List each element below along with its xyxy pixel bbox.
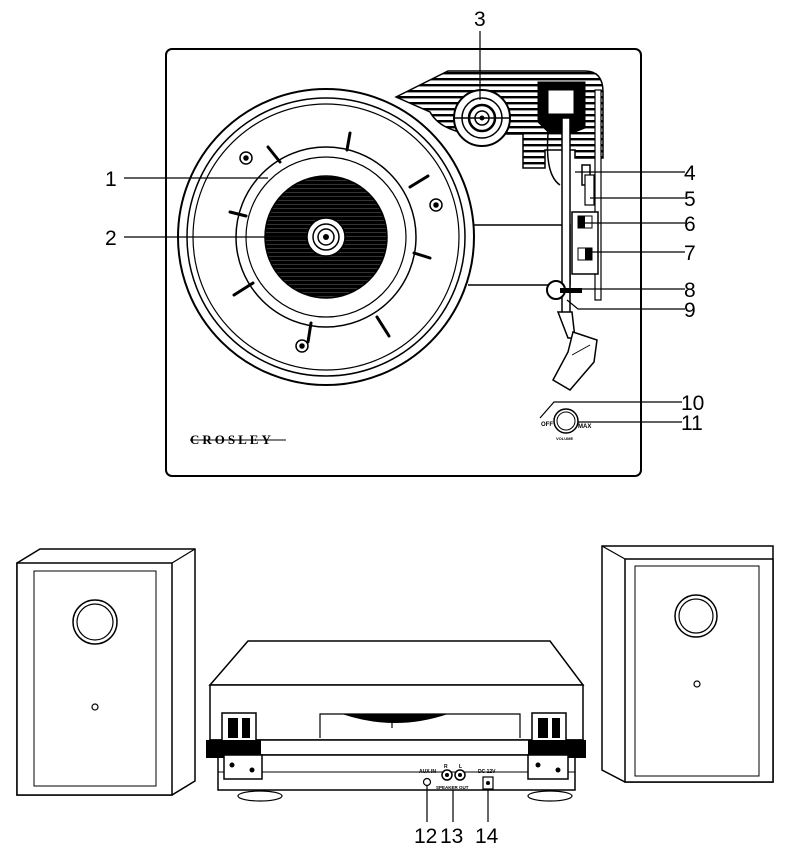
callout-12: 12 — [414, 825, 437, 848]
lift-lever — [584, 174, 595, 206]
callout-10: 10 — [681, 392, 704, 415]
spindle — [264, 175, 388, 299]
platter-marks — [228, 131, 432, 344]
callout-1: 1 — [105, 168, 117, 191]
volume-caption: VOLUME — [556, 436, 573, 441]
volume-knob[interactable] — [553, 408, 579, 434]
callout-2: 2 — [105, 227, 117, 250]
adapter-holder-45 — [453, 89, 511, 147]
rear-panel: AUX IN R L SPEAKER OUT DC 12V — [419, 764, 496, 790]
aux-in-jack[interactable] — [422, 777, 432, 787]
speaker-left — [16, 548, 196, 796]
callout-7: 7 — [684, 242, 696, 265]
callout-8: 8 — [684, 279, 696, 302]
callout-11: 11 — [681, 412, 703, 435]
platter-screws — [239, 151, 443, 353]
speed-switch[interactable] — [577, 215, 593, 229]
side-strip — [594, 89, 602, 301]
aux-in-label: AUX IN — [419, 769, 436, 775]
volume-off-label: OFF — [541, 422, 553, 428]
callout-labels: 1 2 3 4 5 6 7 8 9 10 11 12 13 14 — [105, 8, 704, 848]
latch-left[interactable] — [206, 712, 263, 780]
callout-3: 3 — [474, 8, 486, 31]
speaker-right — [601, 545, 774, 783]
leader-lines-bottom — [426, 786, 489, 822]
arm-lock[interactable] — [560, 288, 582, 293]
latch-right[interactable] — [527, 712, 586, 780]
callout-13: 13 — [440, 825, 463, 848]
volume-max-label: MAX — [578, 424, 591, 430]
case-lid — [208, 640, 585, 686]
callout-4: 4 — [684, 162, 696, 185]
dc-in-label: DC 12V — [478, 769, 496, 775]
turntable-case-front: AUX IN R L SPEAKER OUT DC 12V — [206, 640, 586, 802]
tonearm — [537, 81, 599, 391]
callout-9: 9 — [684, 299, 696, 322]
leader-lines-top — [124, 31, 685, 423]
speaker-out-label: SPEAKER OUT — [436, 785, 469, 790]
turntable-top-view: OFF MAX VOLUME CROSLEY — [165, 48, 642, 477]
cartridge — [551, 331, 598, 391]
speaker-left-label: L — [459, 764, 462, 770]
callout-5: 5 — [684, 188, 696, 211]
auto-stop-switch[interactable] — [577, 247, 593, 261]
callout-6: 6 — [684, 213, 696, 236]
speaker-right-label: R — [444, 764, 448, 770]
callout-14: 14 — [475, 825, 499, 848]
